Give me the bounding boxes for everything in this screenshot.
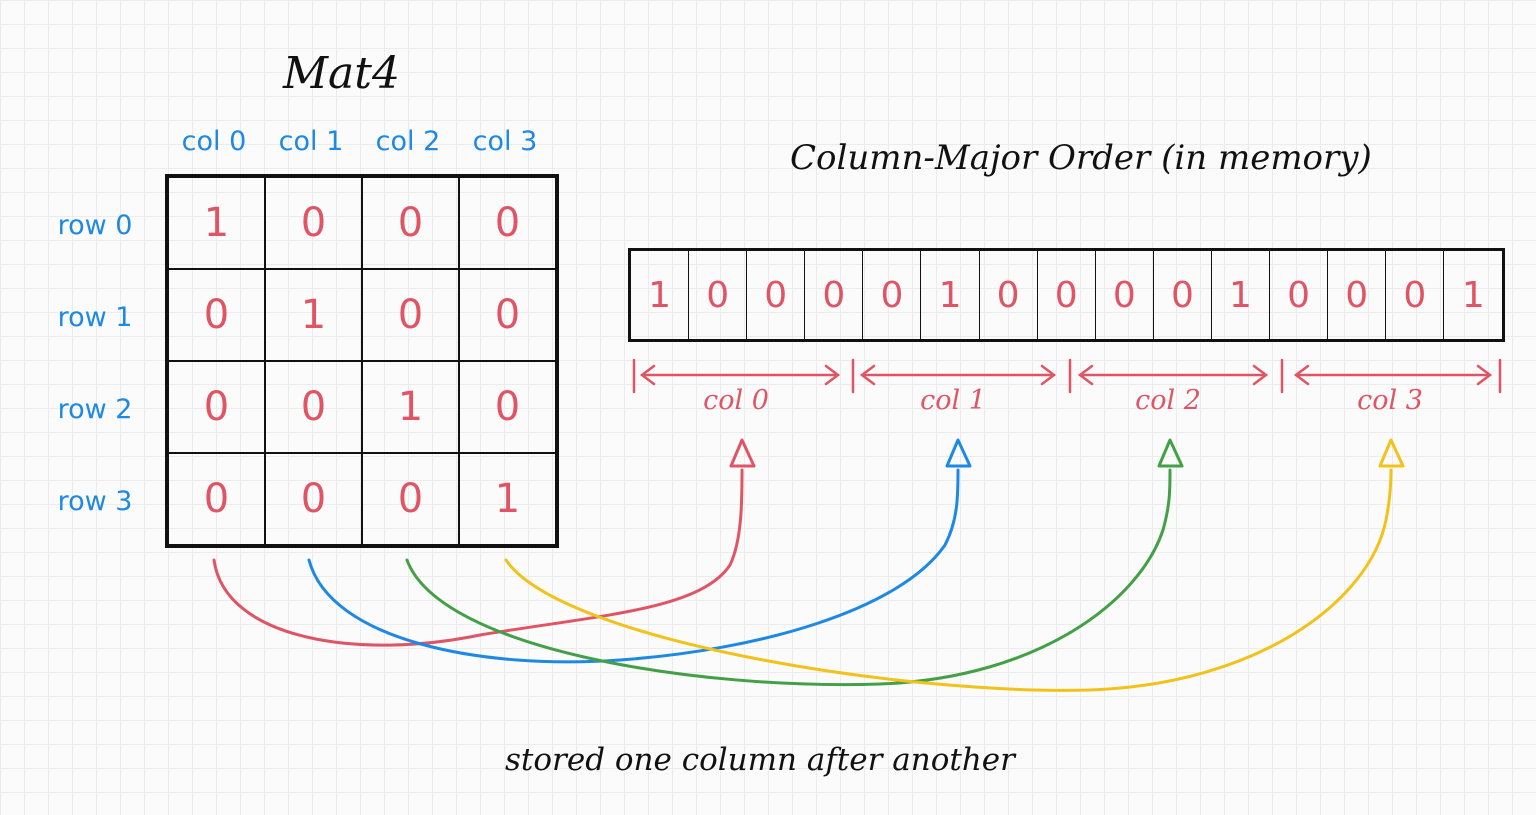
- row-header-3: row 3: [57, 486, 133, 517]
- matrix-cell: 0: [168, 361, 265, 453]
- memory-cell: 1: [631, 251, 690, 339]
- col-header-2: col 2: [375, 126, 441, 157]
- matrix-cell: 0: [362, 453, 459, 545]
- memory-cell: 1: [921, 251, 980, 339]
- caption: stored one column after another: [505, 742, 1015, 778]
- col-header-1: col 1: [278, 126, 344, 157]
- segment-span-0: [632, 358, 841, 394]
- memory-cell: 0: [863, 251, 922, 339]
- memory-cell: 0: [689, 251, 748, 339]
- segment-label-3: col 3: [1357, 385, 1423, 416]
- connector-col-0: [212, 438, 756, 647]
- memory-cell: 0: [747, 251, 806, 339]
- col-header-3: col 3: [472, 126, 538, 157]
- matrix-cell: 0: [265, 177, 362, 269]
- memory-title: Column-Major Order (in memory): [790, 138, 1372, 178]
- matrix-cell: 1: [168, 177, 265, 269]
- segment-label-1: col 1: [920, 385, 986, 416]
- connector-col-1: [307, 438, 972, 664]
- segment-span-1: [851, 358, 1057, 394]
- memory-array: 1 0 0 0 0 1 0 0 0 0 1 0 0 0 1: [628, 248, 1506, 342]
- memory-cell: 0: [1038, 251, 1096, 339]
- matrix-cell: 1: [362, 361, 459, 453]
- matrix-cell: 0: [459, 269, 556, 361]
- memory-cell: 0: [1096, 251, 1154, 339]
- matrix-cell: 0: [265, 361, 362, 453]
- row-header-0: row 0: [57, 210, 133, 241]
- memory-cell: 0: [805, 251, 864, 339]
- segment-span-2: [1068, 358, 1269, 394]
- matrix-cell: 0: [459, 177, 556, 269]
- memory-cell: 1: [1212, 251, 1271, 339]
- connector-col-3: [504, 438, 1405, 692]
- matrix-cell: 0: [459, 361, 556, 453]
- memory-cell: 0: [1328, 251, 1387, 339]
- matrix-cell: 1: [459, 453, 556, 545]
- row-header-2: row 2: [57, 394, 133, 425]
- matrix-cell: 0: [168, 453, 265, 545]
- segment-span-3: [1280, 358, 1502, 394]
- memory-cell: 0: [980, 251, 1038, 339]
- matrix-cell: 0: [362, 269, 459, 361]
- matrix-cell: 0: [362, 177, 459, 269]
- connector-col-2: [405, 438, 1184, 687]
- matrix-title: Mat4: [283, 48, 400, 99]
- matrix-cell: 0: [265, 453, 362, 545]
- memory-cell: 0: [1154, 251, 1212, 339]
- memory-cell: 1: [1461, 274, 1485, 316]
- matrix-cell: 1: [265, 269, 362, 361]
- matrix-cell: 0: [168, 269, 265, 361]
- memory-cell: 0: [1270, 251, 1329, 339]
- matrix-grid: 1 0 0 0 0 1 0 0 0 0 1 0 0 0 0 1: [165, 174, 559, 548]
- col-header-0: col 0: [181, 126, 247, 157]
- row-header-1: row 1: [57, 302, 133, 333]
- memory-cell: 0: [1386, 251, 1445, 339]
- segment-label-0: col 0: [703, 385, 769, 416]
- segment-label-2: col 2: [1135, 385, 1201, 416]
